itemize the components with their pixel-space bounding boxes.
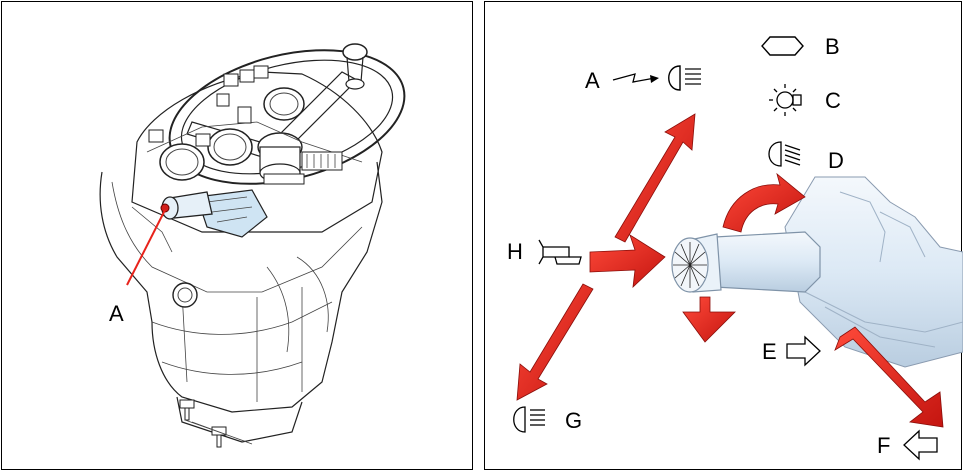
main-beam-icon bbox=[513, 406, 545, 433]
switch-functions-panel: A B C D H bbox=[484, 1, 963, 470]
label-b: B bbox=[825, 34, 840, 59]
stalk-housing bbox=[784, 176, 963, 368]
label-g: G bbox=[565, 408, 582, 433]
arrow-rotate-lights bbox=[722, 172, 806, 233]
arrow-main-beam bbox=[516, 283, 594, 401]
switch-functions-drawing: A B C D H bbox=[507, 34, 963, 461]
label-h: H bbox=[507, 239, 523, 264]
combination-switch-stalk bbox=[160, 189, 268, 238]
arrow-horn bbox=[589, 234, 666, 289]
dipped-beam-icon bbox=[768, 141, 801, 167]
arrow-flash bbox=[614, 113, 696, 243]
turn-left-arrow-icon bbox=[903, 429, 938, 461]
label-e: E bbox=[762, 339, 777, 364]
label-f: F bbox=[877, 433, 890, 458]
stalk-end-knurl bbox=[673, 242, 707, 288]
label-a: A bbox=[585, 68, 600, 93]
dashboard bbox=[131, 65, 383, 233]
parking-light-icon bbox=[769, 84, 802, 116]
switch-stalk bbox=[671, 231, 821, 293]
callout-leader-line bbox=[126, 209, 166, 286]
arrow-stalk-down bbox=[682, 296, 736, 343]
steering-column-drawing: A bbox=[99, 43, 406, 448]
column-housing bbox=[99, 161, 383, 448]
callout-label-a: A bbox=[109, 301, 124, 326]
direction-arrows bbox=[516, 113, 944, 428]
arrow-turn-signal bbox=[834, 326, 944, 428]
horn-icon bbox=[538, 239, 582, 265]
position-light-icon bbox=[761, 36, 804, 56]
turn-right-arrow-icon bbox=[786, 335, 821, 367]
steering-column-overview-panel: A bbox=[1, 1, 473, 470]
label-d: D bbox=[828, 148, 844, 173]
flash-headlight-icon bbox=[612, 65, 701, 91]
label-c: C bbox=[825, 88, 841, 113]
